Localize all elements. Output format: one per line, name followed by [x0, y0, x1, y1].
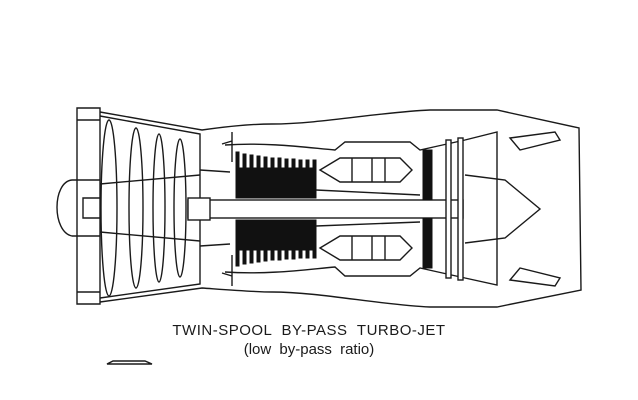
turbine-stage-3	[457, 137, 464, 281]
diagram-subtitle: (low by-pass ratio)	[243, 341, 375, 358]
combustion-chamber-lower	[318, 235, 413, 261]
diagram-title: TWIN-SPOOL BY-PASS TURBO-JET	[172, 322, 446, 339]
fan-blades	[100, 119, 187, 297]
exhaust-duct	[464, 131, 498, 286]
turbine-lower	[422, 217, 433, 269]
bypass-duct-lines	[199, 132, 233, 286]
core-casing-top	[224, 139, 466, 151]
hp-spool	[315, 189, 421, 227]
fan-blade-2	[128, 127, 144, 289]
compressor-lower	[235, 219, 317, 267]
spinner-hub	[82, 197, 100, 219]
intake-lip	[76, 107, 101, 305]
turbine-upper	[422, 149, 433, 201]
splitter-bottom	[221, 255, 233, 277]
fan-blade-4	[173, 138, 187, 278]
compressor-upper	[235, 151, 317, 199]
fan-blade-1	[100, 119, 118, 297]
turbine-stage-2	[445, 139, 452, 279]
fan-hub-lines	[99, 174, 201, 242]
core-casing-bottom	[224, 266, 466, 279]
exhaust-cone	[464, 174, 542, 244]
fan-blade-3	[152, 133, 166, 283]
low-pressure-shaft	[187, 199, 464, 219]
splitter-top	[221, 140, 233, 162]
nozzle-lower	[508, 267, 562, 287]
nozzle-upper	[508, 131, 562, 151]
nose-spinner	[56, 179, 100, 237]
nacelle-outline	[99, 109, 582, 308]
shaft-hub	[187, 197, 211, 221]
combustion-chamber-upper	[318, 157, 413, 183]
fragment-line	[106, 360, 153, 365]
